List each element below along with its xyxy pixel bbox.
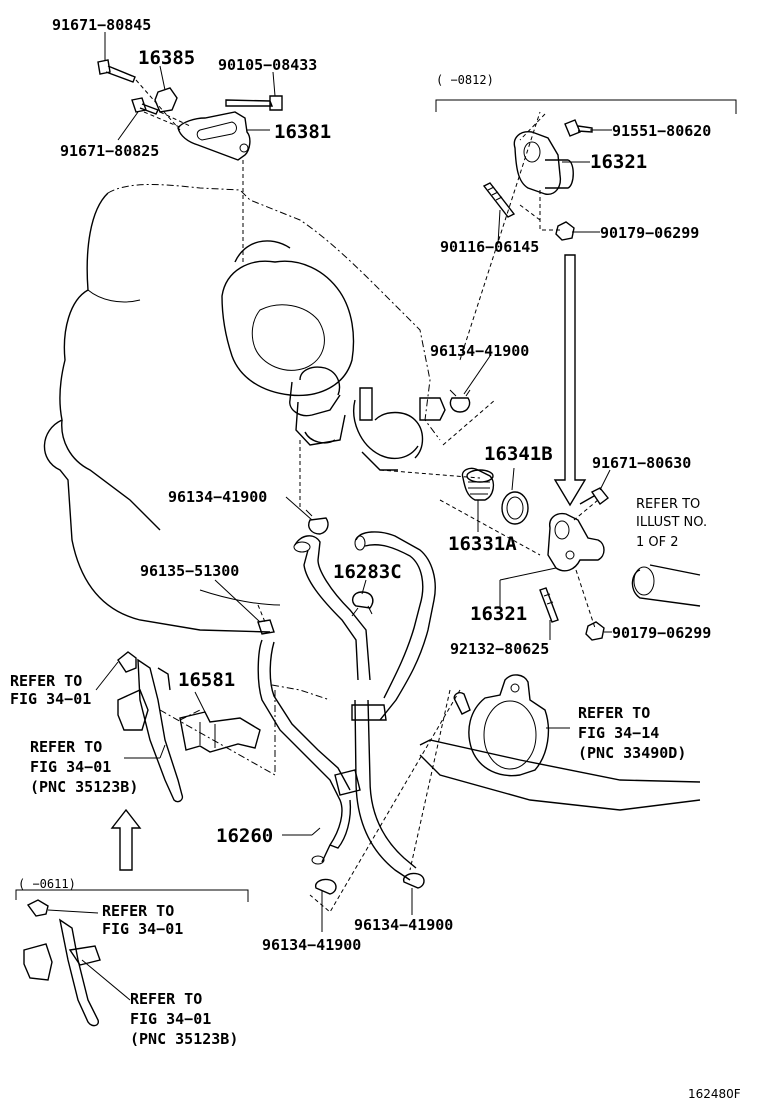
bracket-16381 [177,111,251,161]
label-16321-bottom: 16321 [470,603,527,625]
bolt-91671-80630 [579,487,609,506]
label-refer-illust-2: ILLUST NO. [636,515,707,530]
gasket-16341B [501,491,529,525]
hose-16283C [355,531,436,721]
labels: 91671−80845 16385 90105−08433 91671−8082… [10,16,741,1101]
leader-lines [47,32,612,1001]
label-refer-fig-34-01-a-1: REFER TO [10,672,82,690]
label-refer-fig-34-01-a-2: FIG 34−01 [10,690,91,708]
stud-92132-80625 [539,587,559,623]
label-refer-fig-34-01-d-1: REFER TO [130,990,202,1008]
clamp-96135-51300 [257,619,275,635]
label-96134-41900-c: 96134−41900 [262,936,361,954]
water-outlet-16321-bottom [547,512,605,572]
engine-block [43,184,701,811]
clamp-96134-41900-a [449,397,471,413]
bracket-16381-assembly [97,59,283,262]
label-refer-fig-34-14-3: (PNC 33490D) [578,744,686,762]
bracket-16581-group [159,690,276,776]
label-90116-06145: 90116−06145 [440,238,539,256]
nut-16385 [154,87,178,113]
bracket-left-upper [117,651,184,803]
hose-main-lower [354,699,411,881]
label-refer-fig-34-01-b-3: (PNC 35123B) [30,778,138,796]
clamp-96134-41900-c [315,878,337,895]
label-refer-fig-34-14-1: REFER TO [578,704,650,722]
bracket-left-lower [15,889,249,1027]
label-range-0812: ( −0812) [436,73,494,87]
water-outlet-bottom-group [539,487,701,641]
label-16581: 16581 [178,669,235,691]
label-16341B: 16341B [484,443,553,465]
label-range-0611: ( −0611) [18,877,76,891]
label-refer-fig-34-01-d-3: (PNC 35123B) [130,1030,238,1048]
bolt-90105-08433 [225,95,283,111]
water-outlet-16321-top [513,131,562,195]
hose-end-illust-ref [631,564,701,607]
label-96135-51300: 96135−51300 [140,562,239,580]
label-16331A: 16331A [448,533,517,555]
label-refer-fig-34-01-b-1: REFER TO [30,738,102,756]
label-16381: 16381 [274,121,331,143]
label-90179-06299-bottom: 90179−06299 [612,624,711,642]
label-16283C: 16283C [333,561,402,583]
clamp-96134-41900-d [403,872,425,889]
thermostat-group [379,389,541,556]
label-refer-illust-1: REFER TO [636,497,700,512]
label-96134-41900-b: 96134−41900 [168,488,267,506]
nut-90179-06299-bottom [585,621,605,641]
hose-16260 [257,639,343,863]
clamp-16283C [351,591,374,609]
label-90179-06299-top: 90179−06299 [600,224,699,242]
label-91671-80825: 91671−80825 [60,142,159,160]
label-91551-80620: 91551−80620 [612,122,711,140]
bolt-91551-80620 [564,119,593,137]
figure-number: 162480F [688,1087,741,1101]
label-refer-illust-3: 1 OF 2 [636,535,679,550]
hose-upper-left [294,535,371,681]
stud-90116-06145 [482,182,516,218]
label-91671-80845: 91671−80845 [52,16,151,34]
label-16385: 16385 [138,47,195,69]
label-refer-fig-34-01-c-2: FIG 34−01 [102,920,183,938]
bolt-91671-80825 [131,97,159,115]
arrow-up [110,808,142,871]
bracket-16581 [179,711,261,753]
hose-group [257,440,461,913]
label-96134-41900-a: 96134−41900 [430,342,529,360]
clamp-96134-41900-b [308,517,329,535]
label-refer-fig-34-01-d-2: FIG 34−01 [130,1010,211,1028]
label-refer-fig-34-14-2: FIG 34−14 [578,724,659,742]
label-92132-80625: 92132−80625 [450,640,549,658]
label-refer-fig-34-01-b-2: FIG 34−01 [30,758,111,776]
label-16321-top: 16321 [590,151,647,173]
bolt-91671-80845 [97,59,136,83]
label-90105-08433: 90105−08433 [218,56,317,74]
water-outlet-top-group [435,99,737,507]
label-91671-80630: 91671−80630 [592,454,691,472]
thermostat-16331A [461,467,495,501]
label-refer-fig-34-01-c-1: REFER TO [102,902,174,920]
label-96134-41900-d: 96134−41900 [354,916,453,934]
label-16260: 16260 [216,825,273,847]
vacuum-pump-ref [453,674,550,777]
nut-90179-06299-top [555,221,575,241]
